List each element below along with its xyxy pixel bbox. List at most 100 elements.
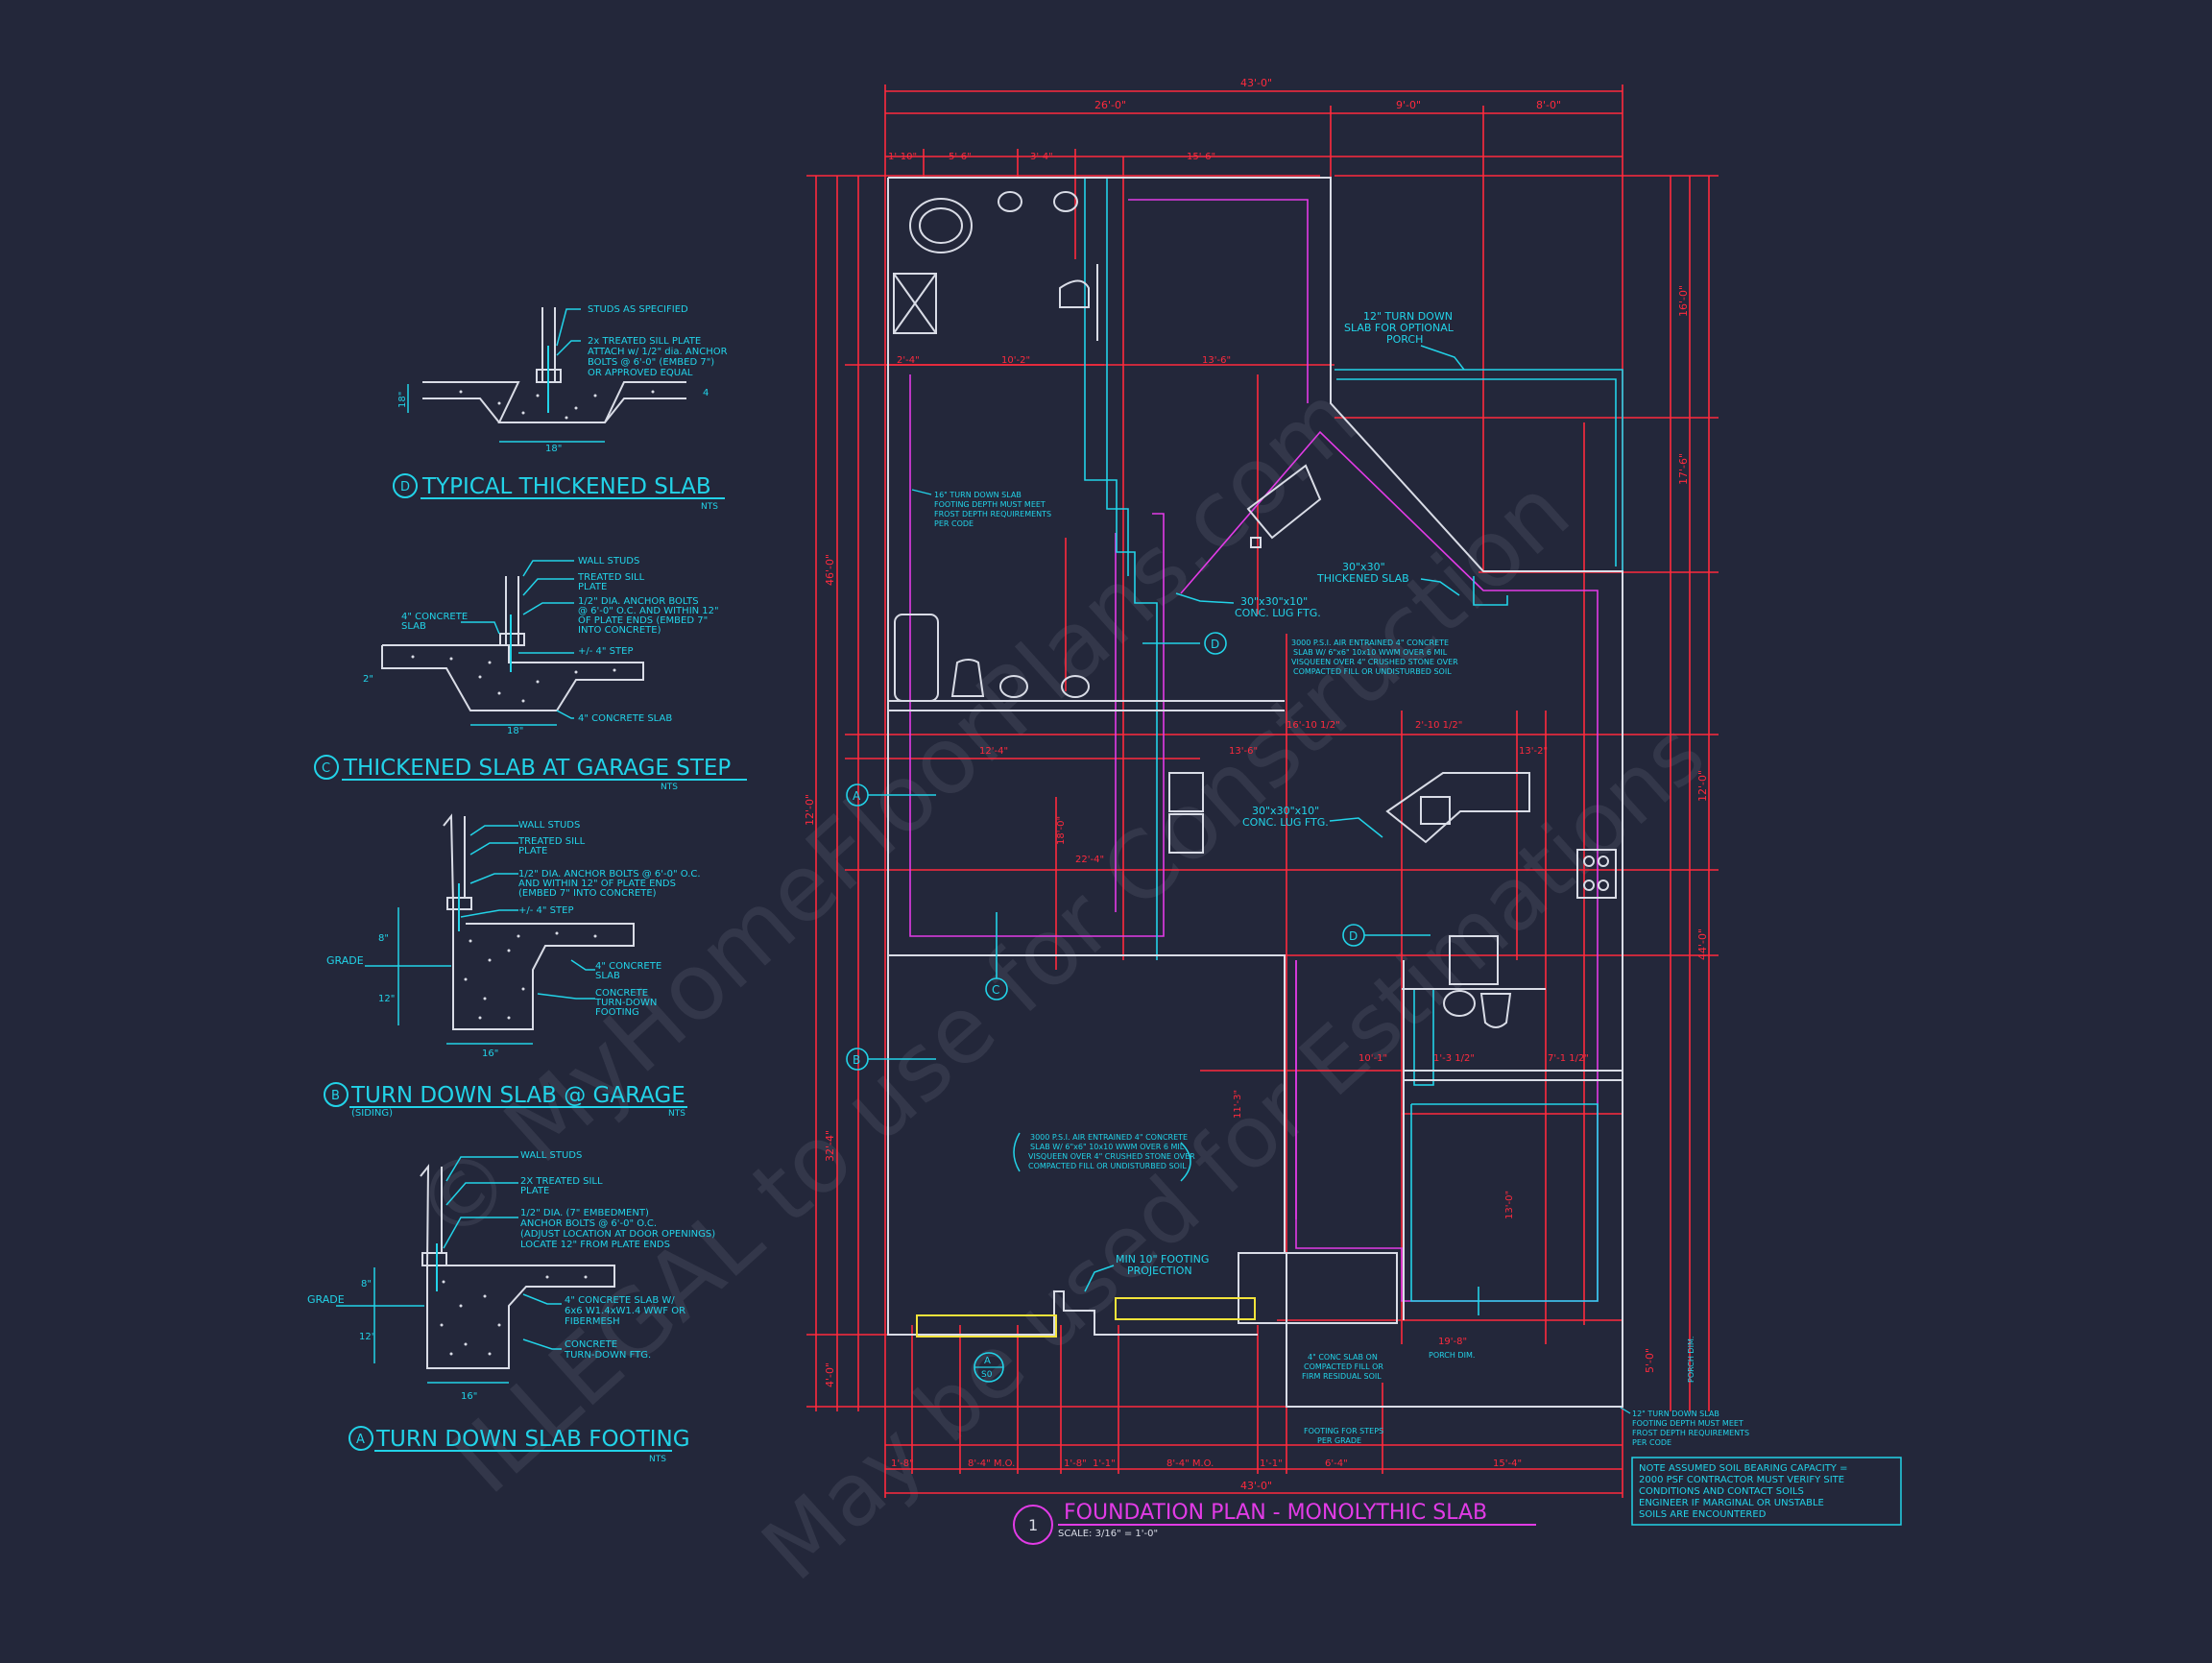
plan-int-dim-14: 11'-3"	[1233, 1090, 1243, 1119]
soil-note-5: SOILS ARE ENCOUNTERED	[1639, 1509, 1767, 1520]
detail-a-note-5: ANCHOR BOLTS @ 6'-0" O.C.	[520, 1218, 657, 1229]
detail-d-marker: D	[400, 480, 410, 494]
plan-right-dim-5: 5'-0"	[1644, 1348, 1656, 1373]
frost-note-2: FOOTING DEPTH MUST MEET	[934, 500, 1046, 509]
detail-b-dim-8: 8"	[378, 933, 389, 944]
sink-4	[1061, 675, 1090, 698]
toilet-3	[1479, 993, 1512, 1028]
porch-dim-2: PORCH DIM.	[1687, 1337, 1695, 1383]
soil-note-1: NOTE ASSUMED SOIL BEARING CAPACITY =	[1639, 1463, 1847, 1474]
detail-c-note-11: SLAB	[401, 621, 426, 632]
detail-a-note-11: CONCRETE	[565, 1339, 617, 1350]
plan-left-dim-1: 46'-0"	[824, 554, 836, 586]
slab-spec2-1: 3000 P.S.I. AIR ENTRAINED 4" CONCRETE	[1030, 1133, 1188, 1142]
bathtub	[894, 614, 939, 702]
kitchen-sink	[1420, 796, 1451, 825]
detail-b-note-2: TREATED SILL	[517, 836, 586, 847]
plan-right-dim-2: 17'-6"	[1677, 453, 1690, 485]
plan-right-dim-4: 44'-0"	[1696, 928, 1709, 960]
plan-top2-dim-4: 15'-6"	[1187, 152, 1215, 162]
toilet-1	[1059, 279, 1090, 308]
plan-bottom-dim-7: 6'-4"	[1325, 1458, 1348, 1469]
detail-a-note-9: 6x6 W1.4xW1.4 WWF OR	[565, 1306, 685, 1316]
plan-int-dim-2: 10'-2"	[1001, 355, 1030, 366]
plan-fixtures	[888, 191, 1617, 1028]
detail-b-marker: B	[331, 1089, 340, 1103]
detail-b-note-6: (EMBED 7" INTO CONCRETE)	[518, 888, 657, 899]
frost-note-4: PER CODE	[934, 519, 974, 528]
detail-a-note-2: 2X TREATED SILL	[520, 1176, 603, 1187]
detail-c-thickened-slab-garage-step: WALL STUDS TREATED SILL PLATE 1/2" DIA. …	[314, 556, 747, 792]
plan-overall-top: 43'-0"	[1240, 77, 1272, 89]
plan-int-dim-6: 16'-10 1/2"	[1286, 720, 1340, 731]
frost-note-3: FROST DEPTH REQUIREMENTS	[934, 510, 1051, 518]
detail-a-note-12: TURN-DOWN FTG.	[564, 1350, 651, 1361]
plan-cyan-offsets	[1084, 179, 1623, 1315]
plan-int-dim-1: 2'-4"	[897, 355, 920, 366]
detail-a-dim-16: 16"	[461, 1391, 477, 1402]
sink-1	[998, 191, 1022, 212]
detail-c-note-1: WALL STUDS	[578, 556, 639, 566]
plan-top2-dim-1: 1'-10"	[888, 152, 917, 162]
thickened-note-1: 30"x30"	[1342, 561, 1385, 573]
steps-note-1: FOOTING FOR STEPS	[1304, 1427, 1383, 1435]
detail-c-marker: C	[322, 761, 330, 776]
detail-d-note-5: OR APPROVED EQUAL	[588, 368, 693, 378]
plan-top-dim-1: 26'-0"	[1094, 99, 1126, 111]
plan-int-dim-11: 1'-3 1/2"	[1433, 1053, 1475, 1064]
footing-proj-2: PROJECTION	[1127, 1265, 1192, 1277]
foundation-plan: 43'-0" 26'-0" 9'-0" 8'-0" 1'-10" 5'-6" 3…	[804, 77, 1902, 1545]
plan-bottom-dim-2: 8'-4" M.O.	[968, 1458, 1015, 1469]
plan-bottom-dim-4: 1'-1"	[1093, 1458, 1116, 1469]
lug1-note-2: CONC. LUG FTG.	[1235, 607, 1321, 619]
detail-a-dim-12: 12"	[359, 1332, 375, 1342]
detail-c-note-2: TREATED SILL	[577, 572, 645, 583]
detail-c-note-9: 4" CONCRETE SLAB	[578, 713, 672, 724]
plan-int-dim-12: 7'-1 1/2"	[1548, 1053, 1589, 1064]
porch-slab-note-2: SLAB FOR OPTIONAL	[1344, 322, 1455, 334]
sink-2	[1053, 191, 1078, 212]
detail-c-scale: NTS	[661, 783, 678, 792]
turn-down2-2: FOOTING DEPTH MUST MEET	[1632, 1419, 1743, 1428]
plan-bottom-dim-5: 8'-4" M.O.	[1166, 1458, 1214, 1469]
plan-notes: 12" TURN DOWN SLAB FOR OPTIONAL PORCH 16…	[911, 310, 1902, 1526]
conc-slab-1: 4" CONC SLAB ON	[1308, 1353, 1378, 1362]
watermark: © MyHomeFloorPlans.com ILLEGAL to use fo…	[394, 364, 1723, 1601]
soil-note-2: 2000 PSF CONTRACTOR MUST VERIFY SITE	[1639, 1475, 1844, 1485]
plan-top-dim-3: 8'-0"	[1536, 99, 1561, 111]
turn-down2-3: FROST DEPTH REQUIREMENTS	[1632, 1429, 1749, 1437]
detail-a-marker-circle	[349, 1426, 373, 1451]
plan-top2-dim-2: 5'-6"	[949, 152, 972, 162]
steps-note-2: PER GRADE	[1317, 1436, 1361, 1445]
lug1-note-1: 30"x30"x10"	[1240, 595, 1308, 608]
detail-b-marker-circle	[324, 1082, 349, 1107]
washer	[1168, 772, 1204, 812]
plan-title-marker-circle	[1013, 1505, 1053, 1545]
dryer	[1168, 813, 1204, 854]
plan-bottom-dim-6: 1'-1"	[1260, 1458, 1283, 1469]
slab-spec1-3: VISQUEEN OVER 4" CRUSHED STONE OVER	[1291, 658, 1458, 666]
detail-c-title: THICKENED SLAB AT GARAGE STEP	[343, 756, 731, 781]
lug2-note-1: 30"x30"x10"	[1252, 805, 1319, 817]
turn-down2-1: 12" TURN DOWN SLAB	[1632, 1410, 1719, 1418]
plan-bottom-dim-1: 1'-8"	[891, 1458, 914, 1469]
detail-b-note-1: WALL STUDS	[518, 820, 580, 831]
turn-down2-4: PER CODE	[1632, 1438, 1671, 1447]
tub-oval	[909, 198, 973, 253]
lug2-note-2: CONC. LUG FTG.	[1242, 816, 1329, 829]
callout-b: B	[853, 1053, 860, 1067]
porch-dim: PORCH DIM.	[1429, 1351, 1475, 1360]
detail-c-dim-width: 18"	[507, 726, 523, 736]
detail-a-turn-down-slab-footing: WALL STUDS 2X TREATED SILL PLATE 1/2" DI…	[307, 1150, 715, 1464]
detail-b-note-10: CONCRETE	[595, 988, 648, 999]
detail-a-note-4: 1/2" DIA. (7" EMBEDMENT)	[520, 1208, 649, 1218]
callout-d2: D	[1349, 929, 1358, 943]
detail-d-typical-thickened-slab: STUDS AS SPECIFIED 2x TREATED SILL PLATE…	[393, 304, 728, 512]
plan-top2-dim-3: 3'-4"	[1030, 152, 1053, 162]
frost-note-1: 16" TURN DOWN SLAB	[934, 491, 1022, 499]
detail-b-note-4: 1/2" DIA. ANCHOR BOLTS @ 6'-0" O.C.	[518, 869, 701, 880]
detail-b-scale: NTS	[668, 1109, 685, 1119]
detail-c-marker-circle	[314, 755, 339, 780]
detail-b-subtitle: (SIDING)	[351, 1108, 393, 1119]
